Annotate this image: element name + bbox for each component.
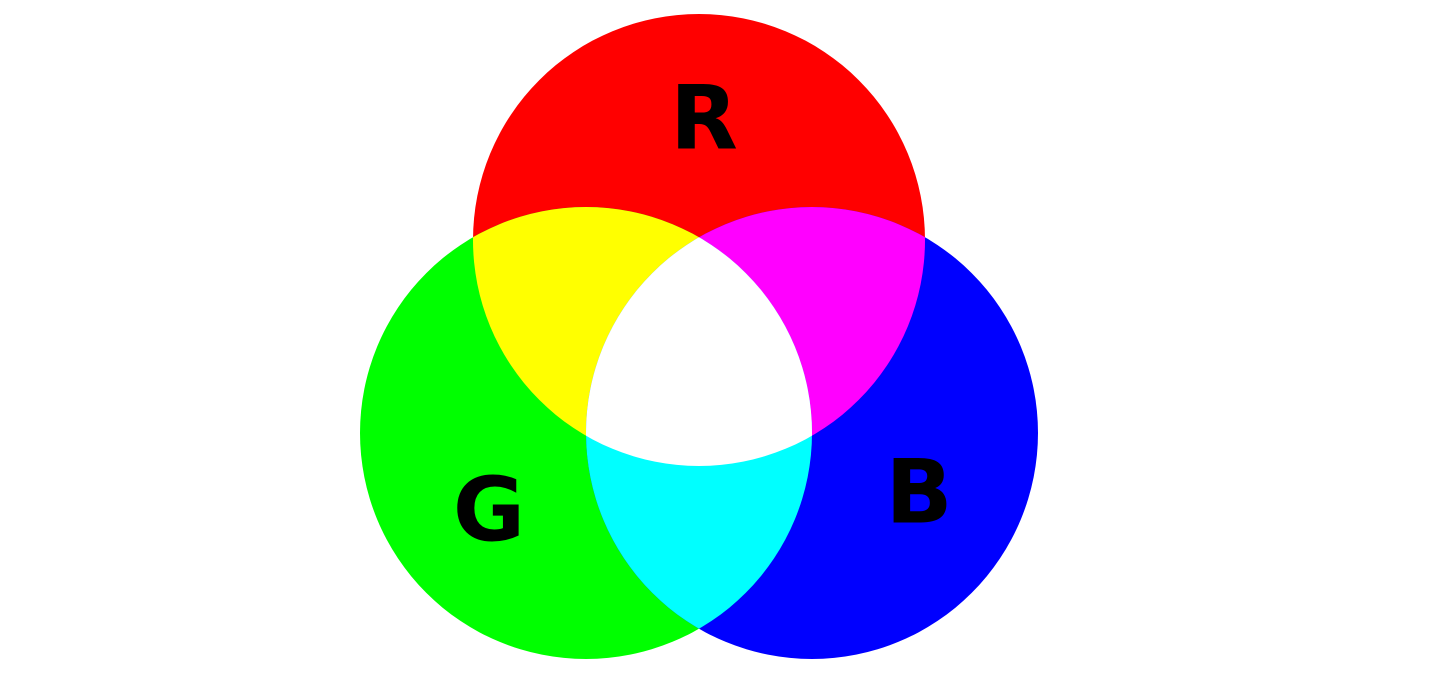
blue-circle-label: B — [885, 441, 952, 544]
green-circle-label: G — [453, 459, 525, 562]
red-circle-label: R — [670, 67, 738, 170]
center-overlap — [586, 207, 812, 466]
